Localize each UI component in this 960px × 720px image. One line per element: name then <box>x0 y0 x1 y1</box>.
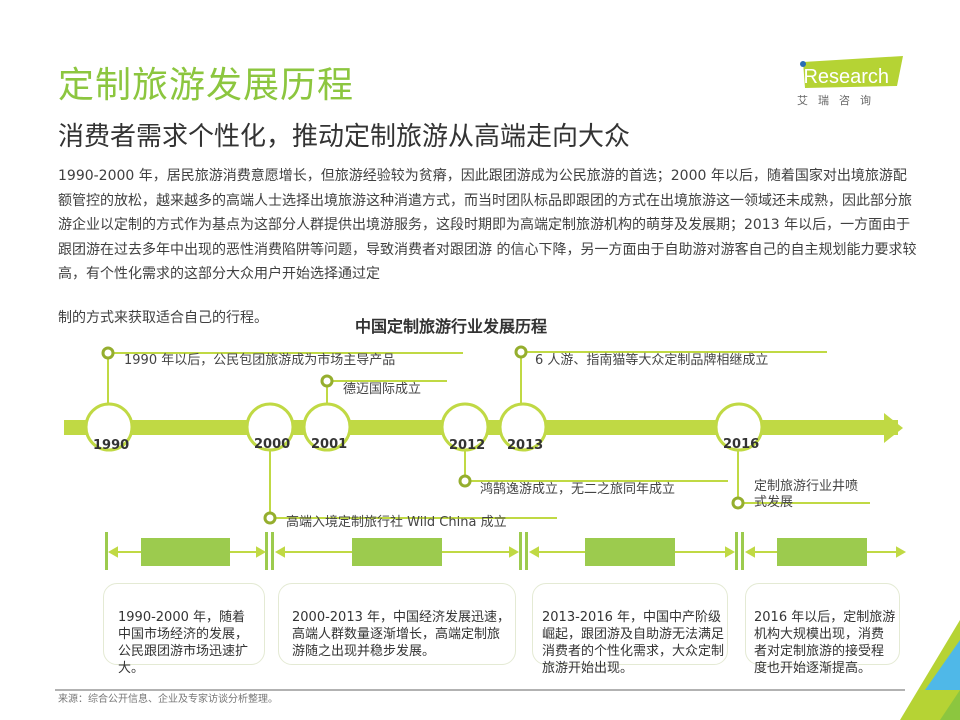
year-label: 2001 <box>311 437 348 452</box>
page-title: 定制旅游发展历程 <box>58 65 355 106</box>
event-text: 鸿鹄逸游成立，无二之旅同年成立 <box>480 482 676 497</box>
phase-card <box>103 583 265 665</box>
phase-box <box>585 538 675 566</box>
phase-description: 2016 年以后，定制旅游机构大规模出现，消费者对定制旅游的接受程度也开始逐渐提… <box>754 610 896 676</box>
phase-card <box>278 583 516 665</box>
phase-box <box>352 538 442 566</box>
source-note: 来源：综合公开信息、企业及专家访谈分析整理。 <box>58 694 278 705</box>
event-text: 德迈国际成立 <box>343 382 422 397</box>
svg-text:艾瑞咨询: 艾瑞咨询 <box>797 93 881 107</box>
iresearch-logo: iResearch 艾瑞咨询 <box>793 50 911 108</box>
year-label: 2016 <box>723 437 760 452</box>
intro-paragraph-end: 制的方式来获取适合自己的行程。 <box>58 310 268 326</box>
phase-card <box>532 583 728 665</box>
year-label: 2013 <box>507 438 544 453</box>
timeline-title: 中国定制旅游行业发展历程 <box>355 317 548 336</box>
page-subtitle: 消费者需求个性化，推动定制旅游从高端走向大众 <box>58 122 631 152</box>
event-text: 定制旅游行业井喷式发展 <box>754 479 859 510</box>
phase-description: 1990-2000 年，随着中国市场经济的发展，公民跟团游市场迅速扩大。 <box>118 610 249 676</box>
phase-box <box>777 538 867 566</box>
phase-description: 2000-2013 年，中国经济发展迅速，高端人群数量逐渐增长，高端定制旅游随之… <box>292 610 510 659</box>
phase-description: 2013-2016 年，中国中产阶级崛起，跟团游及自助游无法满足消费者的个性化需… <box>542 610 725 676</box>
event-text: 高端入境定制旅行社 Wild China 成立 <box>286 515 507 530</box>
phase-card <box>745 583 900 665</box>
event-text: 1990 年以后，公民包团旅游成为市场主导产品 <box>124 353 396 368</box>
event-text: 6 人游、指南猫等大众定制品牌相继成立 <box>535 353 769 368</box>
year-label: 2000 <box>254 437 291 452</box>
year-label: 1990 <box>93 438 130 453</box>
year-label: 2012 <box>449 438 486 453</box>
intro-paragraph: 1990-2000 年，居民旅游消费意愿增长，但旅游经验较为贫瘠，因此跟团游成为… <box>58 168 917 282</box>
svg-text:iResearch: iResearch <box>799 66 889 88</box>
phase-box <box>141 538 230 566</box>
